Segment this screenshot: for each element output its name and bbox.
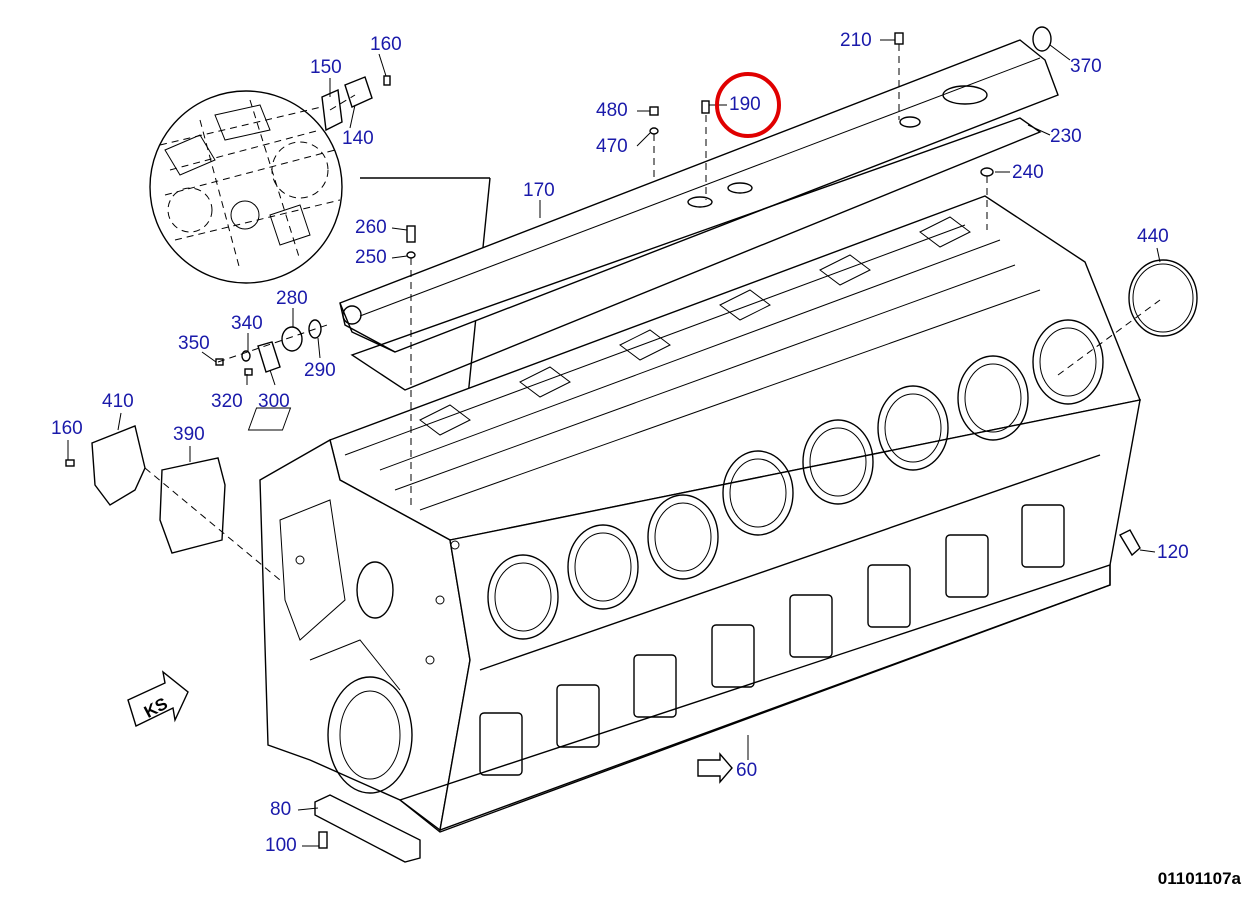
flange-300	[257, 341, 281, 373]
callout-250[interactable]: 250	[355, 247, 387, 268]
callout-120[interactable]: 120	[1157, 542, 1189, 563]
plug-280	[281, 326, 303, 352]
callout-160-left[interactable]: 160	[51, 418, 83, 439]
callout-320[interactable]: 320	[211, 391, 243, 412]
callout-370[interactable]: 370	[1070, 56, 1102, 77]
callout-160-top[interactable]: 160	[370, 34, 402, 55]
cylinder-bores	[487, 319, 1104, 640]
screw-100	[318, 831, 328, 849]
callout-170[interactable]: 170	[523, 180, 555, 201]
cover-410	[91, 425, 146, 506]
top-cover-plate	[339, 39, 1059, 353]
callout-390[interactable]: 390	[173, 424, 205, 445]
callout-210[interactable]: 210	[840, 30, 872, 51]
crankcase-windows	[479, 504, 1065, 776]
washer-250	[406, 251, 416, 259]
engine-block	[247, 195, 1141, 833]
washer-470	[649, 127, 659, 135]
callout-140[interactable]: 140	[342, 128, 374, 149]
callout-470[interactable]: 470	[596, 136, 628, 157]
screw-210	[894, 32, 904, 45]
bolt-160a	[383, 75, 391, 86]
callout-480[interactable]: 480	[596, 100, 628, 121]
pin-190	[701, 100, 710, 114]
callout-350[interactable]: 350	[178, 333, 210, 354]
bolt-480	[649, 106, 659, 116]
view-arrow-60	[697, 752, 733, 784]
bolt-260	[406, 225, 416, 243]
highlight-circle	[715, 72, 781, 138]
cover-150	[321, 88, 343, 132]
oring-370	[1032, 26, 1052, 52]
callout-100[interactable]: 100	[265, 835, 297, 856]
cover-140	[344, 76, 373, 108]
callout-290[interactable]: 290	[304, 360, 336, 381]
callout-300[interactable]: 300	[258, 391, 290, 412]
ring-290	[308, 319, 322, 339]
rail-80	[314, 794, 421, 863]
callout-240[interactable]: 240	[1012, 162, 1044, 183]
ks-view-arrow	[127, 670, 189, 727]
gasket-230	[350, 117, 1042, 391]
drawing-code: 01101107a	[1157, 869, 1241, 888]
seal-240	[980, 167, 994, 177]
callout-340[interactable]: 340	[231, 313, 263, 334]
leader-lines	[67, 39, 1161, 847]
seal-ring-440	[1128, 259, 1198, 337]
callout-410[interactable]: 410	[102, 391, 134, 412]
callout-440[interactable]: 440	[1137, 226, 1169, 247]
callout-60[interactable]: 60	[736, 760, 758, 781]
callout-80[interactable]: 80	[270, 799, 292, 820]
gasket-390	[159, 457, 226, 554]
callout-150[interactable]: 150	[310, 57, 342, 78]
callout-230[interactable]: 230	[1050, 126, 1082, 147]
assembly-lines	[144, 44, 1161, 581]
callout-190[interactable]: 190	[729, 94, 761, 115]
callout-260[interactable]: 260	[355, 217, 387, 238]
callout-280[interactable]: 280	[276, 288, 308, 309]
fitting-120	[1119, 529, 1141, 557]
